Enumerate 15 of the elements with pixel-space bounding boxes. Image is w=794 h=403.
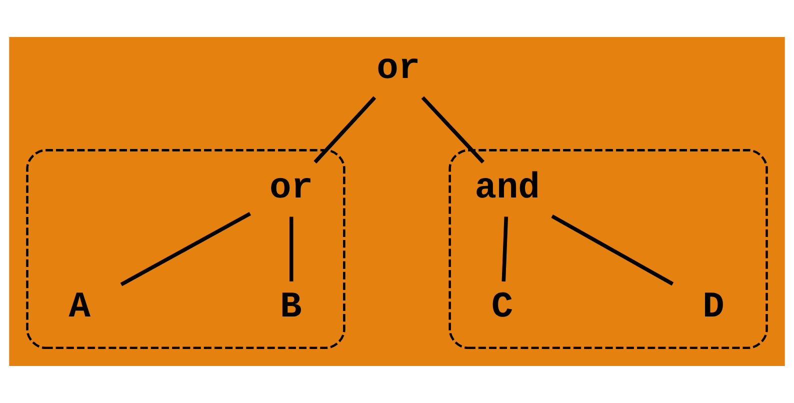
connector	[421, 96, 484, 164]
node-text: A	[68, 286, 91, 328]
connector	[289, 216, 294, 282]
connector	[120, 212, 252, 286]
node-text: C	[491, 286, 514, 328]
connector	[551, 214, 674, 286]
node-text: and	[474, 167, 540, 208]
node-text: or	[269, 167, 313, 208]
connector	[502, 216, 508, 282]
node-text: B	[280, 286, 302, 328]
connector	[314, 96, 376, 164]
cluster	[448, 149, 768, 350]
node-text: or	[376, 48, 420, 90]
cluster	[26, 149, 346, 350]
node-text: D	[702, 286, 724, 328]
